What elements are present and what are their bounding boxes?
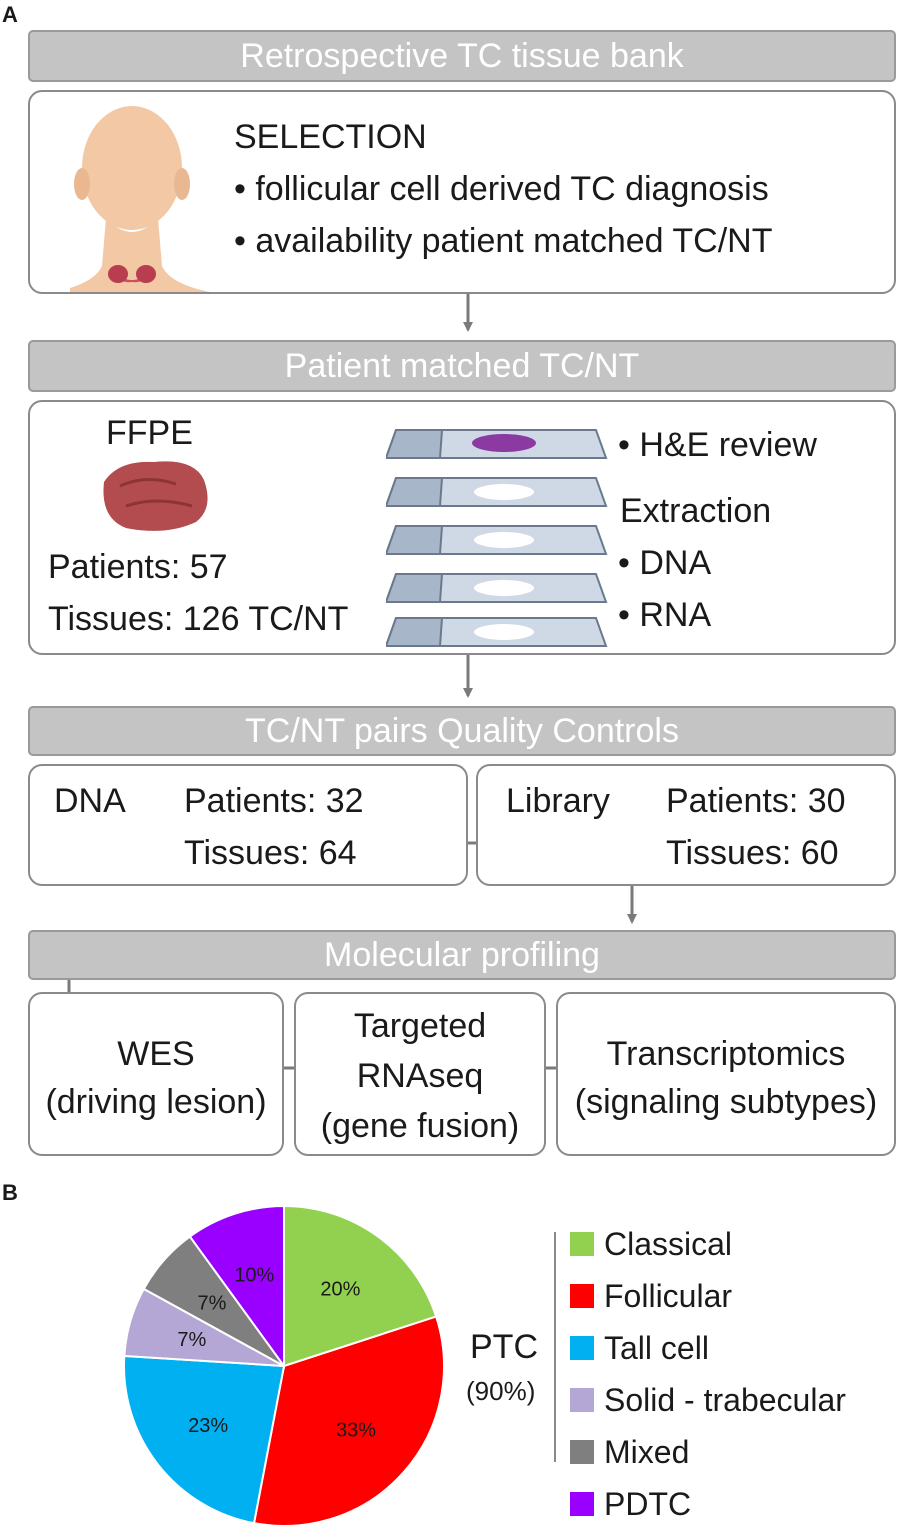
legend-item: Tall cell (570, 1328, 709, 1368)
pie-slice-pdtc (188, 1204, 285, 1370)
ptc-group-label: PTC (470, 1328, 538, 1366)
banner-tissue-bank: Retrospective TC tissue bank (28, 30, 896, 82)
pie-label-tall-cell: 23% (188, 1415, 228, 1437)
pie-slice-follicular (252, 1315, 445, 1528)
pie-label-mixed: 7% (198, 1293, 227, 1315)
legend-label: Solid - trabecular (604, 1381, 846, 1418)
legend-item: Mixed (570, 1432, 689, 1472)
panel-letter-a: A (2, 2, 18, 27)
legend-label: PDTC (604, 1485, 692, 1522)
extraction-label: Extraction (620, 492, 772, 530)
dna-qc-tissues: Tissues: 64 (184, 834, 357, 872)
legend-swatch (570, 1388, 594, 1412)
patient-matched-box: FFPE Patients: 57 Tissues: 126 TC/NT (28, 400, 896, 655)
library-qc-tissues: Tissues: 60 (666, 834, 839, 872)
pie-label-classical: 20% (320, 1278, 360, 1300)
legend-swatch (570, 1492, 594, 1516)
wes-title: WES (117, 1035, 195, 1073)
legend-item: PDTC (570, 1484, 691, 1524)
targeted-title-line1: Targeted (353, 1007, 487, 1045)
wes-box: WES (driving lesion) (28, 992, 284, 1156)
dna-qc-patients: Patients: 32 (184, 782, 364, 820)
pie-slice-tall-cell (123, 1354, 286, 1525)
dna-qc-box: DNA Patients: 32 Tissues: 64 (28, 764, 468, 886)
pie-label-pdtc: 10% (234, 1265, 274, 1287)
legend-item: Classical (570, 1224, 732, 1264)
targeted-title-line2: RNAseq (356, 1057, 484, 1095)
legend-swatch (570, 1284, 594, 1308)
legend-item: Solid - trabecular (570, 1380, 846, 1420)
he-review-label: • H&E review (618, 426, 817, 464)
transcriptomics-box: Transcriptomics (signaling subtypes) (556, 992, 896, 1156)
library-qc-label: Library (506, 782, 610, 820)
legend-item: Follicular (570, 1276, 732, 1316)
legend-label: Mixed (604, 1433, 690, 1470)
library-qc-patients: Patients: 30 (666, 782, 846, 820)
ptc-bracket-line (554, 1232, 556, 1462)
dna-qc-label: DNA (54, 782, 126, 820)
head-neck-icon (70, 106, 210, 292)
tissues-count: Tissues: 126 TC/NT (48, 600, 349, 638)
transcriptomics-subtitle: (signaling subtypes) (574, 1083, 878, 1121)
rna-extraction-label: • RNA (618, 596, 712, 634)
selection-criterion-2: • availability patient matched TC/NT (234, 222, 773, 260)
pie-label-solid-trabecular: 7% (177, 1329, 206, 1351)
legend-swatch (570, 1232, 594, 1256)
transcriptomics-title: Transcriptomics (606, 1035, 846, 1073)
dna-extraction-label: • DNA (618, 544, 712, 582)
ptc-group-percent: (90%) (466, 1376, 536, 1406)
slide-stack-icon (386, 429, 608, 647)
patients-count: Patients: 57 (48, 548, 228, 586)
pie-slice-classical (283, 1204, 438, 1368)
legend-label: Classical (604, 1225, 733, 1262)
selection-box: SELECTION • follicular cell derived TC d… (28, 90, 896, 294)
targeted-rnaseq-box: Targeted RNAseq (gene fusion) (294, 992, 546, 1156)
selection-criterion-1: • follicular cell derived TC diagnosis (234, 170, 769, 208)
wes-subtitle: (driving lesion) (45, 1083, 267, 1121)
legend-swatch (570, 1440, 594, 1464)
legend-label: Follicular (604, 1277, 733, 1314)
banner-patient-matched: Patient matched TC/NT (28, 340, 896, 392)
panel-letter-b: B (2, 1180, 18, 1205)
pie-label-follicular: 33% (336, 1419, 376, 1441)
legend-swatch (570, 1336, 594, 1360)
legend-label: Tall cell (604, 1329, 709, 1366)
library-qc-box: Library Patients: 30 Tissues: 60 (476, 764, 896, 886)
banner-quality-controls: TC/NT pairs Quality Controls (28, 706, 896, 756)
banner-molecular-profiling: Molecular profiling (28, 930, 896, 980)
ffpe-label: FFPE (106, 414, 193, 452)
ffpe-tissue-icon (103, 461, 208, 531)
selection-heading: SELECTION (234, 118, 427, 156)
targeted-subtitle: (gene fusion) (320, 1107, 520, 1145)
